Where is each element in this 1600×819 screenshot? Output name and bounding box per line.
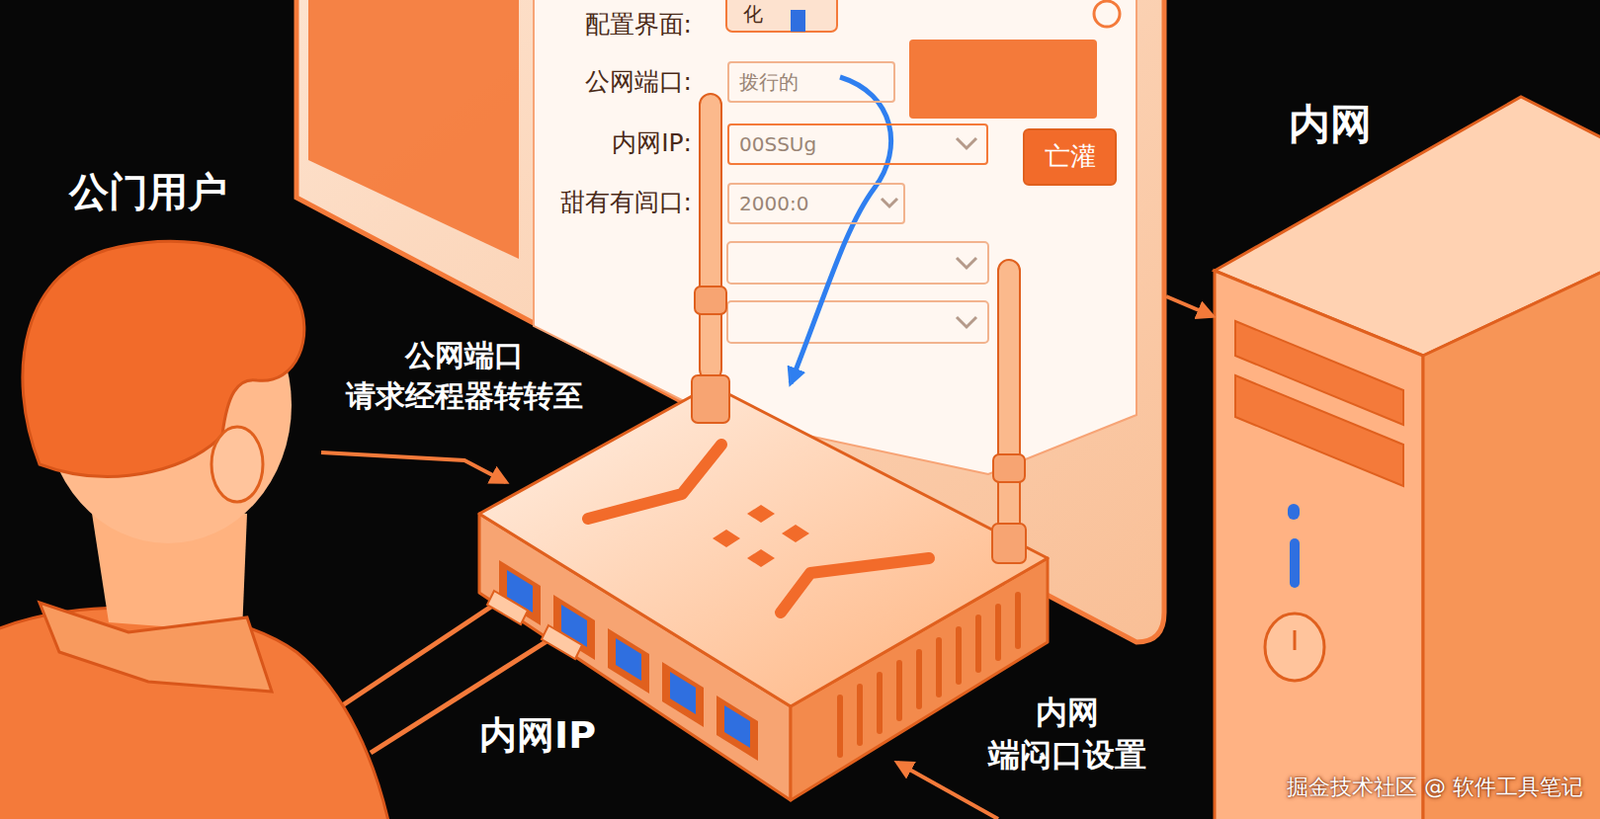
field-value: 00SSUg xyxy=(739,132,817,157)
status-led xyxy=(1287,504,1300,520)
router-light xyxy=(781,524,810,543)
input-field xyxy=(727,301,989,343)
router-decoration xyxy=(780,558,929,613)
window-icon xyxy=(1094,0,1120,27)
drive-bay xyxy=(1235,375,1404,487)
callout-label: 内网 端闷口设置 xyxy=(963,691,1172,777)
cable-plug xyxy=(541,625,583,660)
ethernet-port xyxy=(607,628,650,694)
field-value: 2000:0 xyxy=(739,191,809,216)
power-symbol xyxy=(1293,630,1297,651)
side-panel xyxy=(308,0,519,259)
antenna-base xyxy=(691,375,730,423)
antenna-joint xyxy=(694,286,727,315)
submit-button: 亡灌 xyxy=(1022,128,1117,186)
server-tower: 内网 xyxy=(1214,93,1600,819)
header-bar xyxy=(909,39,1097,119)
antenna-base xyxy=(992,523,1026,564)
callout-label: 公网端口 请求经程器转转至 xyxy=(311,336,618,417)
power-button xyxy=(1264,613,1325,681)
router-light xyxy=(712,529,741,548)
ethernet-port xyxy=(716,695,758,761)
cable-plug xyxy=(487,590,528,625)
router-light xyxy=(747,549,775,568)
window-tab xyxy=(726,0,838,32)
person-hair xyxy=(22,241,305,477)
port-inner xyxy=(724,705,751,749)
form-label: 内网IP: xyxy=(494,128,692,159)
leader-line xyxy=(321,452,506,483)
vent xyxy=(955,629,962,682)
vent xyxy=(975,617,982,671)
form-label: 甜有有闾口: xyxy=(494,187,692,218)
port-inner xyxy=(615,638,642,681)
vent xyxy=(876,674,883,732)
actor-label: 公门用户 xyxy=(69,168,228,216)
input-field: 2000:0 xyxy=(727,182,906,225)
button-text: 亡灌 xyxy=(1044,141,1096,172)
vent xyxy=(1014,594,1021,647)
callout-label: 内网IP xyxy=(479,713,596,759)
tower-side xyxy=(1423,207,1600,819)
vent xyxy=(896,663,903,719)
form-label: 公网端口: xyxy=(494,67,692,97)
person-collar xyxy=(39,602,272,692)
connector-arrow xyxy=(1166,296,1213,317)
router-vents xyxy=(840,594,1018,756)
config-window: 配置界面: 公网端口: 内网IP: 甜有有闾口: 拨行的亡灌 00SSUg 2000:0 xyxy=(296,0,1165,643)
router-top-face xyxy=(479,385,1048,707)
tab-marker xyxy=(790,9,806,32)
dropdown-chevron xyxy=(956,317,977,328)
form-label: 配置界面: xyxy=(494,9,692,40)
tab-label: 化 xyxy=(743,1,763,26)
dropdown-chevron xyxy=(956,138,977,149)
network-label: 内网 xyxy=(1288,99,1372,150)
antenna-joint xyxy=(993,454,1025,483)
ethernet-port xyxy=(662,662,704,728)
vent xyxy=(935,640,942,695)
dropdown-chevron xyxy=(881,198,898,207)
router-decoration xyxy=(588,444,722,519)
input-field: 00SSUg xyxy=(727,123,989,166)
leader-line xyxy=(897,762,999,819)
vent xyxy=(995,606,1002,659)
router-light xyxy=(747,505,775,523)
field-value: 拨行的 xyxy=(739,70,799,94)
port-inner xyxy=(670,672,696,715)
antenna xyxy=(998,259,1020,537)
user-figure: 公门用户 xyxy=(19,163,356,819)
tower-front xyxy=(1214,270,1424,819)
dropdown-chevron xyxy=(956,257,977,268)
antenna xyxy=(699,93,722,381)
vent xyxy=(837,697,843,756)
vent xyxy=(856,686,863,744)
input-field: 拨行的 xyxy=(727,61,896,103)
watermark: 掘金技术社区 @ 软件工具笔记 xyxy=(1235,772,1584,803)
person-ear xyxy=(211,426,263,503)
status-led xyxy=(1289,538,1300,589)
vent xyxy=(916,652,923,707)
input-field xyxy=(727,242,989,284)
